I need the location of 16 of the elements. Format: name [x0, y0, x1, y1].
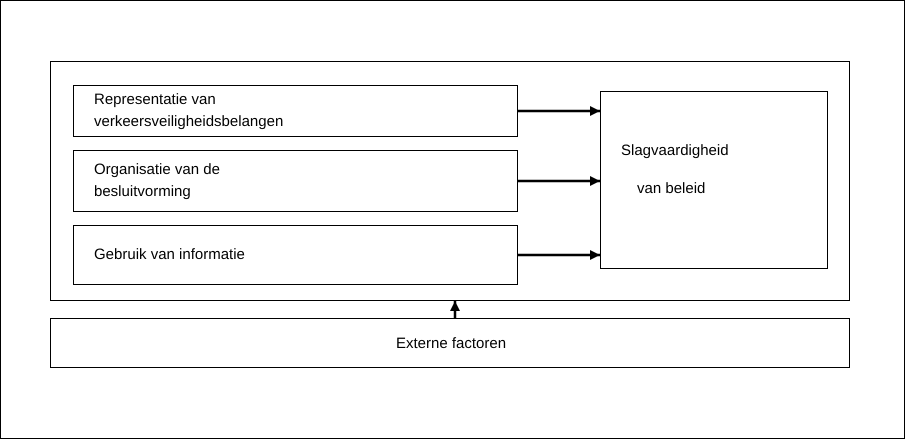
node-label: Representatie van verkeersveiligheidsbelangen — [94, 90, 284, 132]
factor-box — [73, 150, 518, 212]
arrow — [518, 176, 600, 186]
node-label: Externe factoren — [394, 334, 508, 354]
arrow — [518, 250, 600, 260]
arrow — [518, 106, 600, 116]
node-label: Organisatie van de besluitvorming — [94, 160, 221, 202]
factor-box — [73, 85, 518, 137]
node-label: Slagvaardigheid — [621, 141, 730, 161]
arrow — [450, 301, 460, 318]
group-box — [50, 61, 850, 301]
factor-box — [73, 225, 518, 285]
outcome-box — [600, 91, 828, 269]
node-label: van beleid — [637, 179, 706, 199]
node-label: Gebruik van informatie — [94, 245, 246, 265]
factor-box — [50, 318, 850, 368]
